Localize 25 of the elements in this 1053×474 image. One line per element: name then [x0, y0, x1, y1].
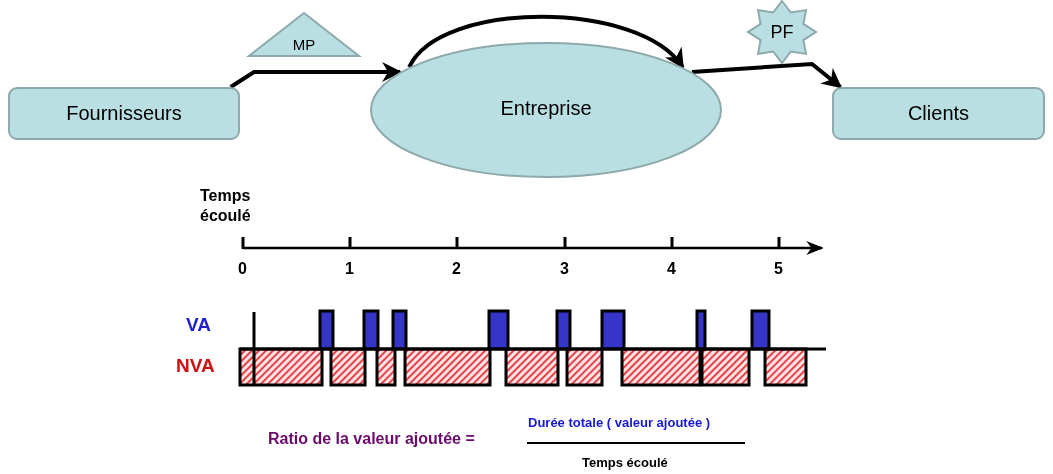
raw-material-triangle: [248, 12, 360, 57]
tick-label: 0: [238, 260, 247, 278]
axis-title: Temps écoulé: [200, 186, 252, 226]
finished-product-star: [747, 0, 817, 64]
node-label: Entreprise: [500, 96, 592, 120]
node-label: MP: [292, 36, 316, 53]
flow-arrow: [691, 61, 843, 89]
node-label: Fournisseurs: [66, 102, 182, 125]
tick-label: 5: [774, 260, 783, 278]
node-label: Clients: [907, 102, 970, 125]
node-label: PF: [770, 21, 794, 43]
company-ellipse: [370, 42, 722, 178]
denominator: Temps écoulé: [582, 455, 668, 470]
formula-label: Ratio de la valeur ajoutée =: [268, 430, 475, 448]
tick-label: 4: [667, 260, 676, 278]
curved-arrow: [407, 14, 685, 69]
tick-label: 2: [452, 260, 461, 278]
flow-arrow: [229, 62, 403, 89]
row-label: VA: [186, 314, 211, 336]
tick-label: 3: [560, 260, 569, 278]
tick-label: 1: [345, 260, 354, 278]
supplier-box: [8, 87, 240, 140]
numerator: Durée totale ( valeur ajoutée ): [528, 415, 711, 430]
customer-box: [832, 87, 1045, 140]
row-label: NVA: [176, 355, 215, 377]
